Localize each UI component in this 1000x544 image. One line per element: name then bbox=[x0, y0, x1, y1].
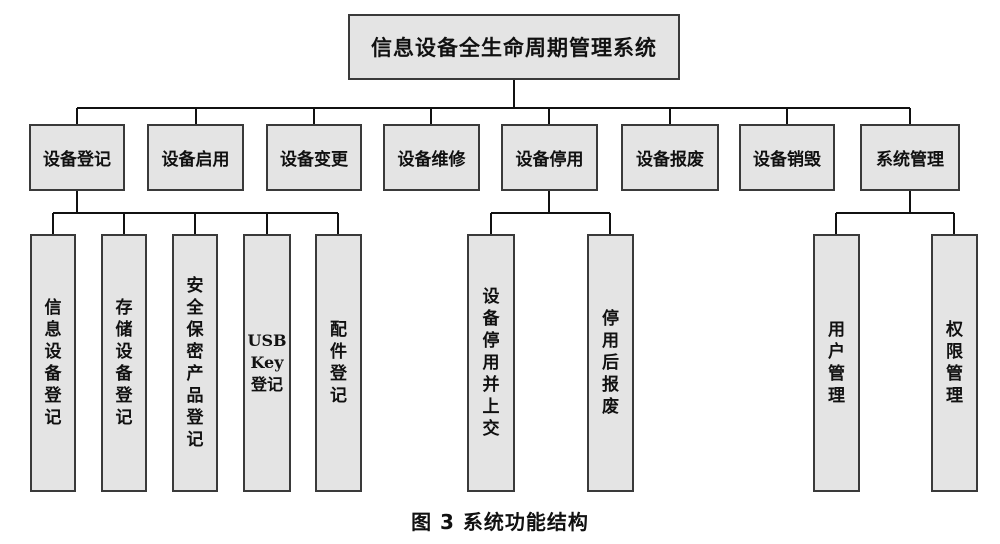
module-label: 系统管理 bbox=[876, 150, 944, 170]
module-label: 设备启用 bbox=[161, 150, 230, 170]
root-node: 信息设备全生命周期管理系统 bbox=[348, 14, 680, 80]
module-node-system-admin: 系统管理 bbox=[860, 124, 960, 191]
module-node-deactivation: 设备停用 bbox=[501, 124, 598, 191]
module-label: 设备报废 bbox=[636, 150, 704, 170]
leaf-label: 存储设备登记 bbox=[115, 298, 133, 428]
module-node-activation: 设备启用 bbox=[147, 124, 244, 191]
leaf-node: 权限管理 bbox=[931, 234, 978, 492]
leaf-label: 停用后报废 bbox=[602, 309, 619, 417]
leaf-label: 设备停用并上交 bbox=[482, 287, 500, 439]
module-label: 设备销毁 bbox=[753, 150, 821, 170]
module-node-scrap: 设备报废 bbox=[621, 124, 719, 191]
leaf-node: 配件登记 bbox=[315, 234, 362, 492]
module-label: 设备维修 bbox=[397, 150, 466, 170]
module-label: 设备变更 bbox=[280, 150, 348, 170]
leaf-label: 配件登记 bbox=[330, 320, 347, 406]
leaf-node: 存储设备登记 bbox=[101, 234, 147, 492]
leaf-label: USB Key登记 bbox=[247, 331, 287, 394]
leaf-node: 用户管理 bbox=[813, 234, 860, 492]
module-node-repair: 设备维修 bbox=[383, 124, 480, 191]
root-node-label: 信息设备全生命周期管理系统 bbox=[371, 35, 657, 60]
module-node-change: 设备变更 bbox=[266, 124, 362, 191]
module-label: 设备登记 bbox=[43, 150, 111, 170]
leaf-label: 安全保密产品登记 bbox=[186, 276, 204, 450]
figure-caption: 图 3 系统功能结构 bbox=[411, 510, 589, 534]
leaf-label: 信息设备登记 bbox=[44, 298, 62, 428]
leaf-node: USB Key登记 bbox=[243, 234, 291, 492]
leaf-node: 停用后报废 bbox=[587, 234, 634, 492]
leaf-node: 设备停用并上交 bbox=[467, 234, 515, 492]
module-label: 设备停用 bbox=[515, 150, 584, 170]
leaf-node: 信息设备登记 bbox=[30, 234, 76, 492]
leaf-node: 安全保密产品登记 bbox=[172, 234, 218, 492]
leaf-label: 用户管理 bbox=[828, 320, 845, 406]
leaf-label: 权限管理 bbox=[946, 320, 963, 406]
module-node-destroy: 设备销毁 bbox=[739, 124, 835, 191]
module-node-registration: 设备登记 bbox=[29, 124, 125, 191]
